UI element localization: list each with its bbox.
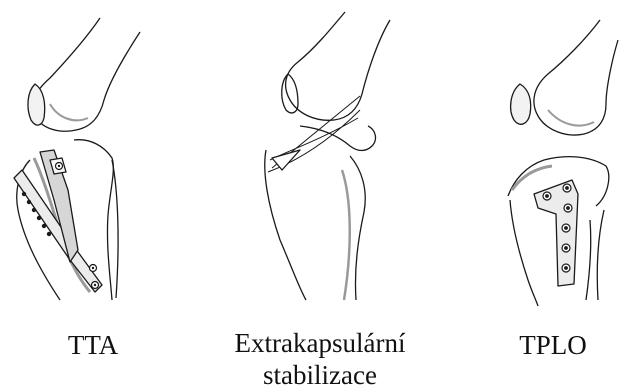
tplo-femur [534, 20, 618, 135]
caption-extracapsular: Extrakapsulární stabilizace [200, 327, 440, 391]
tta-patella [28, 84, 45, 125]
tta-knee-drawing [14, 18, 140, 300]
caption-tta: TTA [38, 329, 148, 361]
tta-femur [33, 18, 140, 131]
tplo-plate [534, 180, 578, 286]
caption-tplo: TPLO [498, 329, 608, 361]
tplo-patella [511, 84, 531, 124]
caption-extracapsular-line1: Extrakapsulární [200, 327, 440, 359]
extracapsular-knee-drawing [265, 12, 390, 300]
caption-extracapsular-line2: stabilizace [200, 359, 440, 391]
extra-femur [286, 12, 390, 120]
knee-surgery-illustration [0, 0, 621, 379]
tplo-knee-drawing [508, 20, 618, 306]
